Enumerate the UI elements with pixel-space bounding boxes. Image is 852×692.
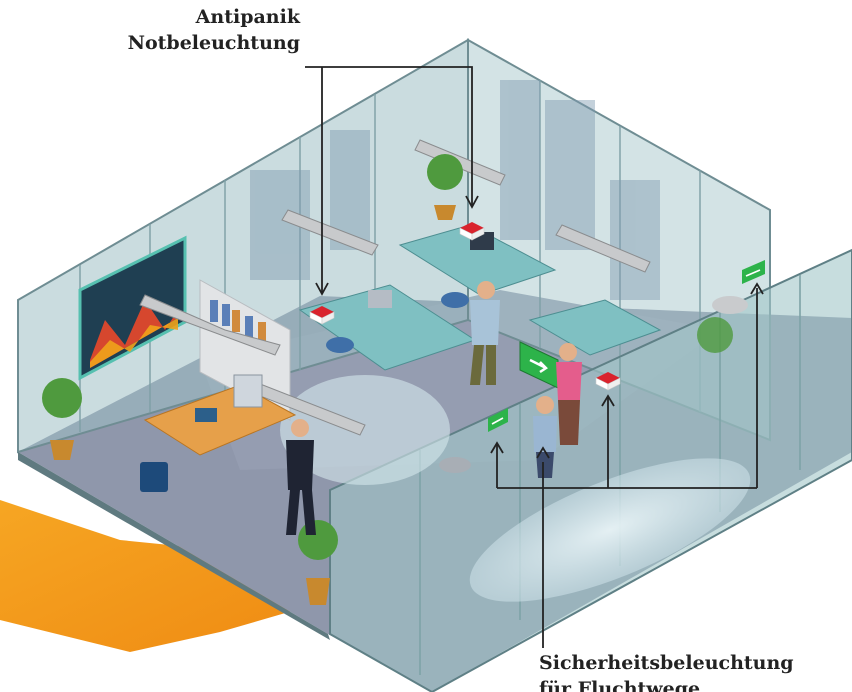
light-pool-office	[280, 375, 450, 485]
sicherheit-label-line1: Sicherheitsbeleuchtung	[539, 652, 794, 674]
chairs	[326, 292, 748, 473]
arrowhead-2	[465, 195, 479, 209]
briefcase	[140, 462, 168, 492]
leader-lines-bottom	[496, 288, 758, 648]
bookshelf	[199, 279, 291, 421]
exit-sign-small-left	[488, 408, 508, 432]
plants	[42, 154, 733, 605]
running-man-arrow-icon	[529, 358, 548, 374]
antipanik-label-line2: Notbeleuchtung	[127, 32, 300, 54]
emergency-light-3	[595, 372, 621, 391]
running-man-arrow-icon	[745, 269, 761, 277]
emergency-light-1	[309, 306, 335, 325]
antipanik-label-line1: Antipanik	[195, 6, 300, 28]
emergency-lights	[309, 222, 621, 391]
front-right-wall	[329, 248, 852, 692]
sicherheit-label-line2: für Fluchtwege	[539, 678, 701, 692]
light-pool-corridor	[469, 458, 751, 602]
antipanik-label: Antipanik Notbeleuchtung	[60, 4, 300, 56]
running-man-arrow-icon	[491, 417, 504, 425]
emergency-light-2	[459, 222, 485, 241]
exit-sign-small-right	[742, 260, 765, 284]
sicherheit-label: Sicherheitsbeleuchtung für Fluchtwege	[539, 650, 852, 692]
people	[286, 281, 582, 535]
leader-lines-top	[305, 66, 473, 292]
orange-arrow-shape	[0, 500, 330, 652]
arrowhead-1	[315, 282, 329, 296]
